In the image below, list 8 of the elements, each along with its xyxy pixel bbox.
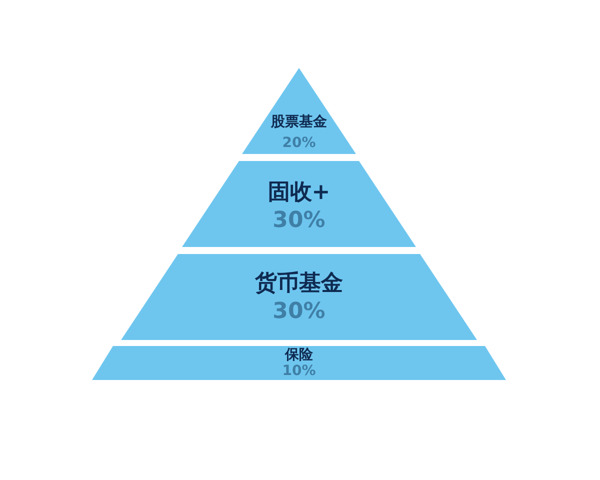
tier-label: 货币基金 [255, 273, 343, 295]
percentage-label: 10% [282, 364, 316, 378]
tier-label: 保险 [285, 348, 313, 362]
percentage-label: 30% [272, 210, 326, 232]
percentage-label: 20% [282, 136, 316, 150]
tier-label: 固收+ [268, 182, 330, 204]
tier-label: 股票基金 [271, 115, 327, 129]
percentage-label: 30% [272, 301, 326, 323]
